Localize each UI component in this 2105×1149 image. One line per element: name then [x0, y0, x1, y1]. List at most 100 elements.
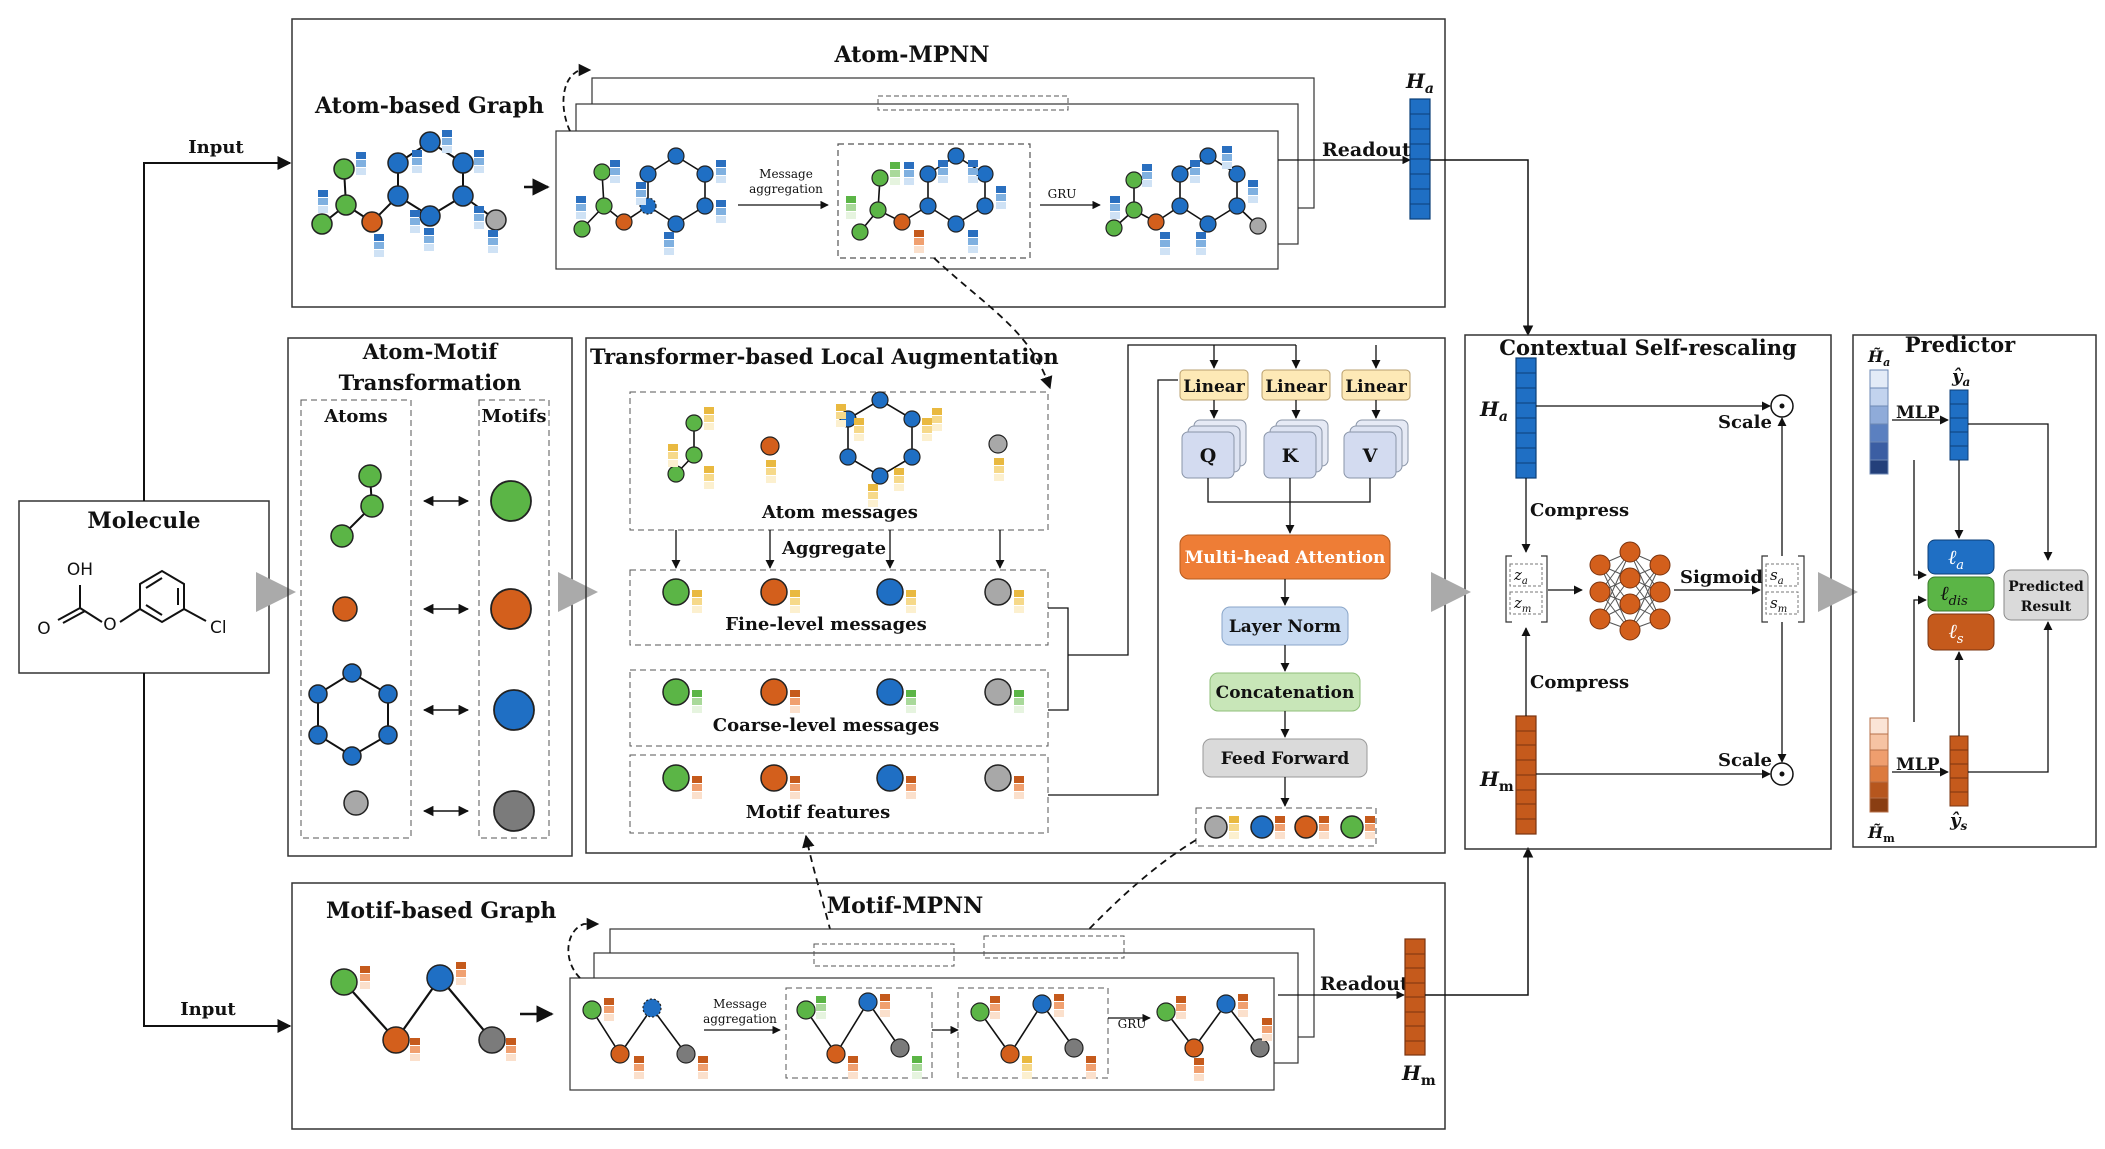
motifs-label: Motifs	[482, 406, 547, 427]
atom-recurrence-arrow	[562, 63, 592, 132]
sa-label: sa	[1770, 566, 1784, 587]
motif-aggregation-dashed-box	[785, 987, 933, 1079]
aggregate-label: Aggregate	[781, 538, 886, 559]
motif-gru-dashed-box	[957, 987, 1109, 1079]
atom-graph-left-nodes	[311, 131, 507, 235]
Hm-vector	[1404, 938, 1426, 1056]
mlp-top-label: MLP	[1896, 403, 1940, 423]
loss-a-label: ℓa	[1948, 545, 1964, 573]
csr-Ha-label: Ha	[1479, 397, 1508, 425]
predicted-result-block	[2003, 569, 2089, 621]
sm-label: sm	[1770, 594, 1787, 615]
transformer-output-box	[1195, 807, 1377, 847]
motifs-column	[478, 399, 550, 839]
molecule-o2: O	[103, 615, 116, 635]
predictor-title: Predictor	[1905, 332, 2016, 357]
sigmoid-label: Sigmoid	[1680, 567, 1763, 588]
atom-messages-label: Atom messages	[761, 502, 918, 523]
input-label-bottom: Input	[180, 999, 236, 1020]
Ha-vector	[1409, 98, 1431, 220]
atoms-column	[300, 399, 412, 839]
csr-title: Contextual Self-rescaling	[1499, 335, 1797, 360]
qkv-blocks	[1181, 419, 1409, 479]
predicted-label-2: Result	[2021, 599, 2072, 615]
linear-k: Linear	[1265, 377, 1328, 397]
Hm-tilde-vector	[1869, 717, 1889, 813]
ffn-label: Feed Forward	[1221, 749, 1350, 769]
layer-norm-label: Layer Norm	[1229, 617, 1341, 637]
loss-a-block	[1927, 539, 1995, 575]
input-label-top: Input	[188, 137, 244, 158]
compress-top-label: Compress	[1530, 500, 1629, 521]
Ha-label: Ha	[1405, 69, 1434, 97]
concat-label: Concatenation	[1216, 683, 1355, 703]
motif-mpnn-title: Motif-MPNN	[827, 893, 983, 919]
Ha-tilde-label: H̃a	[1867, 347, 1890, 369]
v-label: V	[1362, 445, 1379, 467]
k-label: K	[1282, 445, 1300, 467]
loss-dis-label: ℓdis	[1940, 581, 1968, 609]
molecule-title: Molecule	[87, 508, 200, 534]
ya-vector	[1949, 389, 1969, 461]
ya-label: ŷa	[1951, 366, 1970, 389]
Hm-label: Hm	[1401, 1061, 1436, 1089]
z-vector	[1505, 555, 1548, 623]
motif-features-box	[629, 754, 1049, 834]
molecule-cl: Cl	[210, 618, 227, 638]
atom-messages-box	[629, 391, 1049, 531]
csr-Hm-vector	[1515, 715, 1537, 835]
zm-label: zm	[1513, 594, 1531, 615]
linear-v: Linear	[1345, 377, 1408, 397]
atom-mpnn-panel	[291, 18, 1446, 308]
ys-vector	[1949, 735, 1969, 807]
molecule-structure	[57, 569, 207, 624]
loss-s-block	[1927, 613, 1995, 651]
predictor-panel	[1852, 334, 2097, 848]
motif-graph-label: Motif-based Graph	[326, 898, 556, 924]
molecule-oh: OH	[67, 560, 93, 580]
s-vector	[1761, 555, 1805, 623]
csr-Ha-vector	[1515, 357, 1537, 479]
coarse-level-box	[629, 669, 1049, 747]
za-label: za	[1513, 566, 1528, 587]
motif-readout-label: Readout	[1320, 973, 1409, 995]
linear-q: Linear	[1183, 377, 1246, 397]
mha-label: Multi-head Attention	[1185, 548, 1386, 568]
q-label: Q	[1200, 445, 1217, 467]
scale-bottom-label: Scale	[1718, 750, 1772, 771]
atom-motif-title-2: Transformation	[339, 370, 522, 395]
Hm-tilde-label: H̃m	[1867, 823, 1895, 845]
loss-dis-block	[1927, 576, 1995, 612]
atom-graph-label: Atom-based Graph	[314, 93, 544, 119]
motif-card-front	[569, 977, 1275, 1091]
Ha-tilde-vector	[1869, 369, 1889, 475]
motif-to-transformer-arrow	[802, 834, 845, 991]
atom-gru-label: GRU	[1048, 187, 1077, 201]
molecule-o1: O	[37, 619, 50, 639]
atom-motif-title-1: Atom-Motif	[362, 339, 499, 364]
atoms-label: Atoms	[323, 406, 387, 427]
atom-readout-label: Readout	[1322, 139, 1411, 161]
linear-blocks	[1179, 369, 1411, 401]
motif-mpnn-panel	[291, 882, 1446, 1130]
motif-features-label: Motif features	[746, 802, 890, 823]
scale-top-label: Scale	[1718, 412, 1772, 433]
csr-Hm-label: Hm	[1479, 767, 1514, 795]
neural-net-icon	[1589, 541, 1671, 641]
atom-mpnn-title: Atom-MPNN	[833, 42, 989, 68]
motif-recurrence-arrow	[567, 917, 600, 979]
atom-card-graph-1-nodes	[573, 147, 714, 238]
coarse-level-label: Coarse-level messages	[713, 715, 939, 736]
compress-bottom-label: Compress	[1530, 672, 1629, 693]
input-arrow-top	[143, 156, 292, 501]
transformer-title: Transformer-based Local Augmentation	[590, 344, 1059, 369]
ys-label: ŷs	[1949, 810, 1967, 833]
atom-to-transformer-arrow	[933, 257, 1053, 390]
motif-gru-label: GRU	[1118, 1017, 1147, 1031]
predicted-label-1: Predicted	[2008, 579, 2084, 595]
loss-s-label: ℓs	[1948, 619, 1963, 647]
fine-level-label: Fine-level messages	[725, 614, 927, 635]
